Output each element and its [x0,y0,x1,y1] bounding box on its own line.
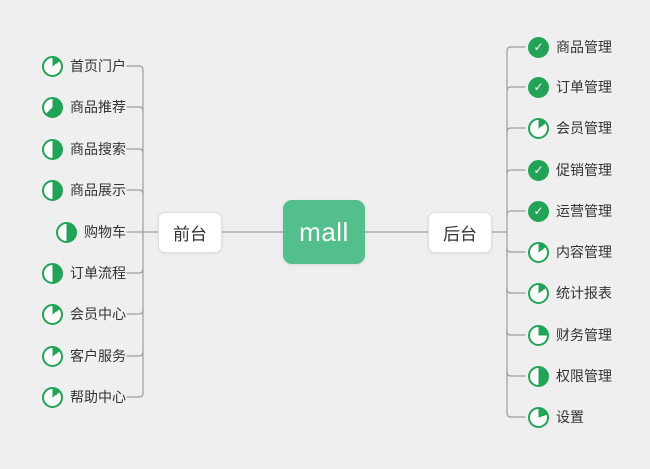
topic-row-member-center[interactable]: 会员中心 [42,303,126,325]
connector [126,392,144,398]
topic-row-help-center[interactable]: 帮助中心 [42,386,126,408]
progress-pie-icon [42,262,63,284]
topic-label: 客户服务 [70,348,126,364]
progress-pie-icon [42,303,63,325]
connector [126,65,144,71]
connector [126,268,144,274]
topic-label: 购物车 [84,224,126,240]
topic-label: 会员管理 [556,120,612,136]
connector [506,86,526,92]
topic-label: 内容管理 [556,244,612,260]
connector [506,169,526,175]
topic-row-permission-mgmt[interactable]: 权限管理 [528,365,612,387]
progress-pie-icon [528,365,549,387]
progress-pie-icon [528,241,549,263]
topic-row-statistics-report[interactable]: 统计报表 [528,282,612,304]
topic-row-settings[interactable]: 设置 [528,406,584,428]
topic-label: 订单流程 [70,265,126,281]
connector [506,288,526,294]
topic-row-member-mgmt[interactable]: 会员管理 [528,117,612,139]
root-node-label: mall [299,216,349,247]
topic-label: 促销管理 [556,162,612,178]
connector [126,189,144,195]
topic-label: 商品管理 [556,39,612,55]
topic-row-operation-mgmt[interactable]: ✓ 运营管理 [528,200,612,222]
topic-row-product-mgmt[interactable]: ✓ 商品管理 [528,36,612,58]
topic-row-order-flow[interactable]: 订单流程 [42,262,126,284]
check-circle-icon: ✓ [528,36,549,58]
branch-node-frontend[interactable]: 前台 [158,212,222,253]
topic-row-product-search[interactable]: 商品搜索 [42,138,126,160]
topic-row-home-portal[interactable]: 首页门户 [42,55,126,77]
progress-pie-icon [56,221,77,243]
progress-pie-icon [42,179,63,201]
connector [506,46,526,52]
connector [126,309,144,315]
topic-row-finance-mgmt[interactable]: 财务管理 [528,324,612,346]
topic-label: 商品展示 [70,182,126,198]
topic-row-product-display[interactable]: 商品展示 [42,179,126,201]
topic-label: 帮助中心 [70,389,126,405]
connector [506,247,526,253]
check-circle-icon: ✓ [528,76,549,98]
topic-label: 权限管理 [556,368,612,384]
progress-pie-icon [42,55,63,77]
connector [506,210,526,216]
topic-row-order-mgmt[interactable]: ✓ 订单管理 [528,76,612,98]
progress-pie-icon [42,138,63,160]
progress-pie-icon [528,324,549,346]
topic-label: 财务管理 [556,327,612,343]
topic-label: 首页门户 [70,58,126,74]
progress-pie-icon [42,96,63,118]
progress-pie-icon [42,345,63,367]
topic-label: 设置 [556,409,584,425]
root-node-mall[interactable]: mall [283,200,365,264]
progress-pie-icon [42,386,63,408]
topic-label: 统计报表 [556,285,612,301]
topic-label: 会员中心 [70,306,126,322]
topic-row-customer-service[interactable]: 客户服务 [42,345,126,367]
topic-label: 订单管理 [556,79,612,95]
branch-label-backend: 后台 [443,225,477,244]
topic-label: 运营管理 [556,203,612,219]
topic-row-content-mgmt[interactable]: 内容管理 [528,241,612,263]
progress-pie-icon [528,282,549,304]
topic-label: 商品推荐 [70,99,126,115]
connector [126,106,144,112]
connector [126,148,144,154]
progress-pie-icon [528,406,549,428]
topic-row-product-recommend[interactable]: 商品推荐 [42,96,126,118]
connector [506,371,526,377]
topic-row-promotion-mgmt[interactable]: ✓ 促销管理 [528,159,612,181]
connector [126,351,144,357]
check-circle-icon: ✓ [528,200,549,222]
progress-pie-icon [528,117,549,139]
topic-label: 商品搜索 [70,141,126,157]
connector [506,412,526,418]
connector [506,127,526,133]
branch-node-backend[interactable]: 后台 [428,212,492,253]
connector [506,330,526,336]
topic-row-cart[interactable]: 购物车 [56,221,126,243]
check-circle-icon: ✓ [528,159,549,181]
branch-label-frontend: 前台 [173,225,207,244]
